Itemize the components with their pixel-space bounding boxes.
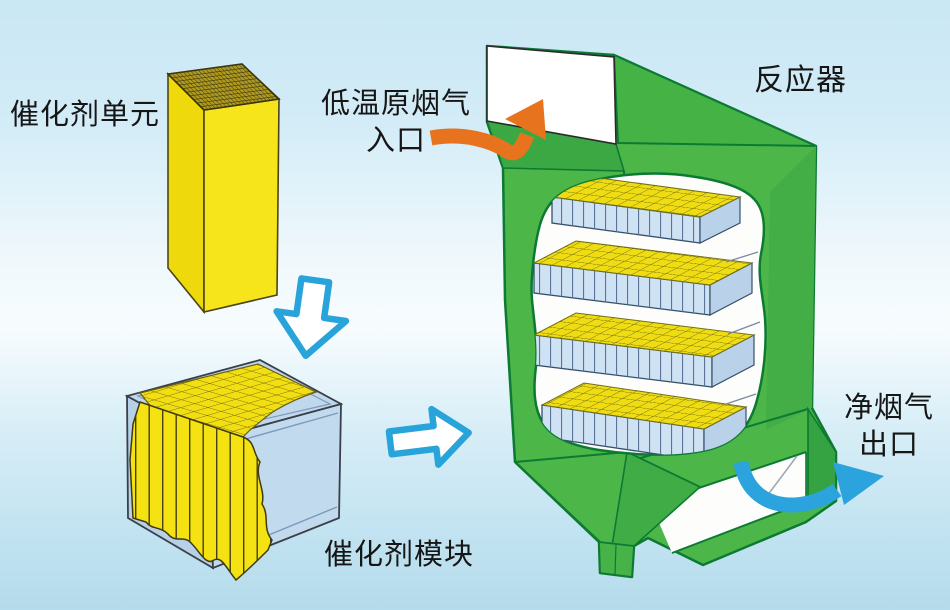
outlet-flow-arrow-icon <box>733 460 884 513</box>
hopper-spout <box>598 540 635 579</box>
clean-gas-outlet-line2: 出口 <box>858 429 919 461</box>
catalyst-layer <box>532 240 754 316</box>
catalyst-unit-label: 催化剂单元 <box>10 99 161 131</box>
flue-gas-inlet-line2: 入口 <box>365 125 426 157</box>
outlet-duct-white-opening <box>651 452 806 553</box>
catalyst-layer <box>532 312 756 388</box>
catalyst-layer <box>550 176 742 244</box>
catalyst-module-graphic <box>124 359 344 582</box>
reactor-roof <box>612 53 817 147</box>
catalyst-unit-graphic <box>166 63 281 315</box>
reactor-graphic <box>485 44 838 579</box>
catalyst-layers <box>532 176 761 455</box>
clean-gas-outlet-line1: 净烟气 <box>843 392 934 424</box>
outlet-duct-end <box>807 406 837 503</box>
flue-gas-inlet-label: 低温原烟气 入口 <box>320 86 472 160</box>
catalyst-layer <box>540 382 748 455</box>
inlet-flow-arrow-icon <box>429 99 546 161</box>
clean-gas-outlet-label: 净烟气 出口 <box>840 390 938 464</box>
down-arrow-icon <box>273 275 350 360</box>
reactor-label: 反应器 <box>754 64 847 97</box>
flue-gas-inlet-line1: 低温原烟气 <box>320 88 471 120</box>
catalyst-module-label: 催化剂模块 <box>324 539 475 571</box>
unit-front-face <box>203 98 280 314</box>
right-arrow-icon <box>385 405 472 468</box>
